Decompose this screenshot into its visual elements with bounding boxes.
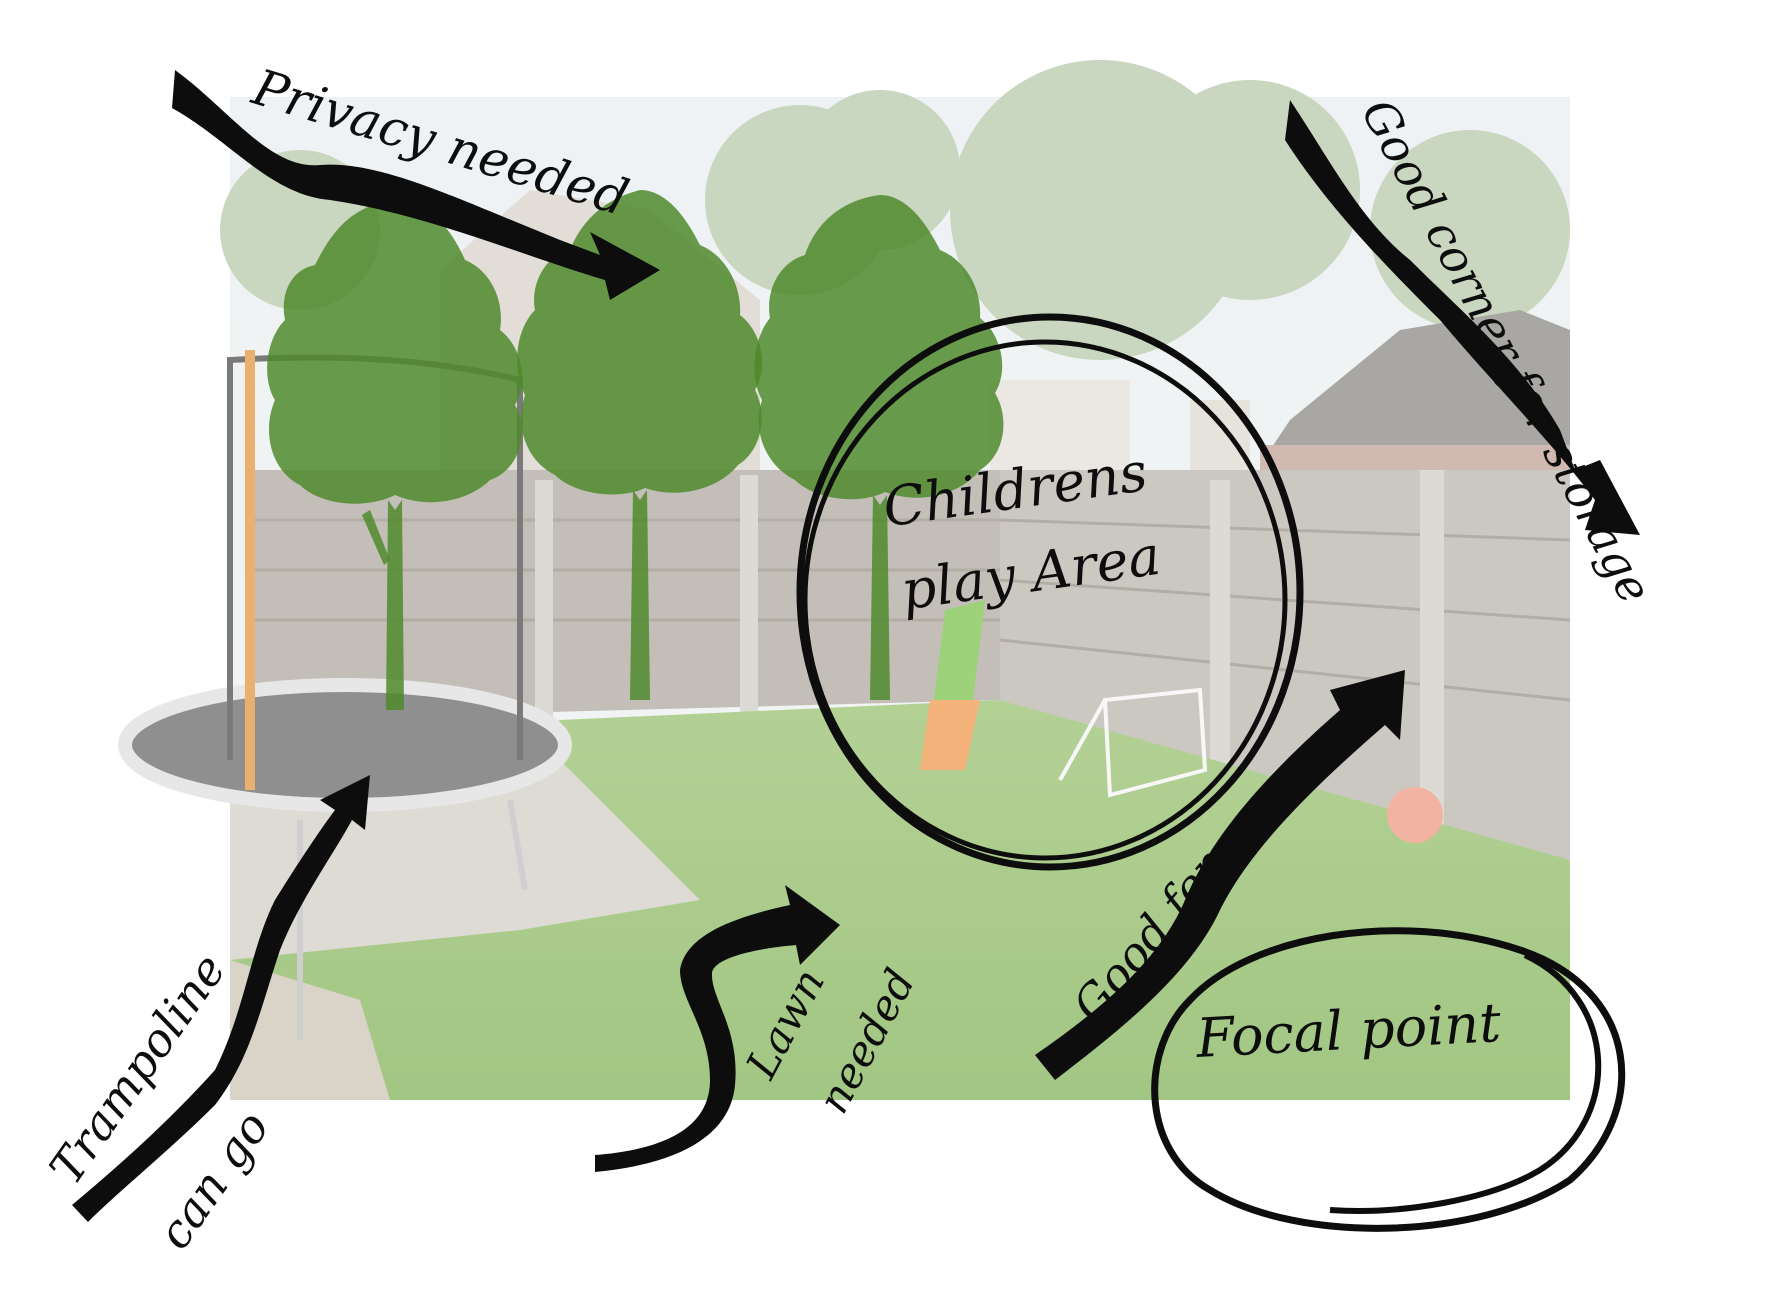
space-hopper	[1387, 787, 1443, 843]
ink-annotations	[72, 70, 1640, 1232]
slide	[920, 600, 985, 770]
sketch-tree	[754, 195, 1004, 700]
sketch-tree	[267, 200, 523, 710]
lawn	[230, 700, 1570, 1100]
privacy-arrow	[172, 70, 660, 300]
lawn-arrow	[595, 885, 840, 1172]
sketch-trees	[267, 190, 1004, 710]
focal-point-note: Focal point	[1194, 991, 1503, 1070]
football-goal	[1058, 687, 1208, 798]
play-area-circle	[796, 313, 1304, 871]
fences-arrow	[1035, 670, 1405, 1080]
focal-point-circle	[1151, 927, 1626, 1232]
storage-arrow	[1285, 100, 1640, 535]
trampoline-arrow	[72, 775, 370, 1222]
